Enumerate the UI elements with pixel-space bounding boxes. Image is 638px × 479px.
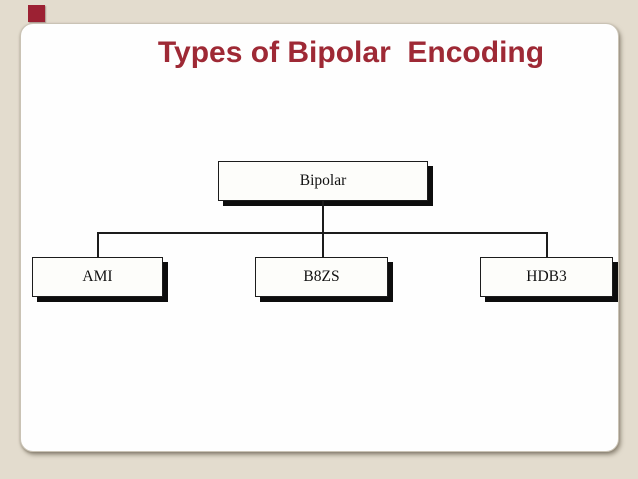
node-ami: AMI	[32, 257, 163, 297]
node-hdb3: HDB3	[480, 257, 613, 297]
corner-accent-square	[28, 5, 45, 22]
node-b8zs: B8ZS	[255, 257, 388, 297]
node-hdb3-label: HDB3	[526, 268, 567, 285]
node-ami-label: AMI	[82, 268, 113, 285]
connector-stub-ami	[97, 232, 99, 258]
connector-root-down	[322, 201, 324, 233]
node-b8zs-label: B8ZS	[303, 268, 340, 285]
connector-stub-hdb3	[546, 232, 548, 258]
slide-title: Types of Bipolar Encoding	[157, 36, 545, 69]
connector-stub-b8zs	[322, 232, 324, 258]
slide-card	[20, 23, 619, 452]
node-bipolar-label: Bipolar	[299, 172, 347, 189]
node-bipolar: Bipolar	[218, 161, 428, 201]
